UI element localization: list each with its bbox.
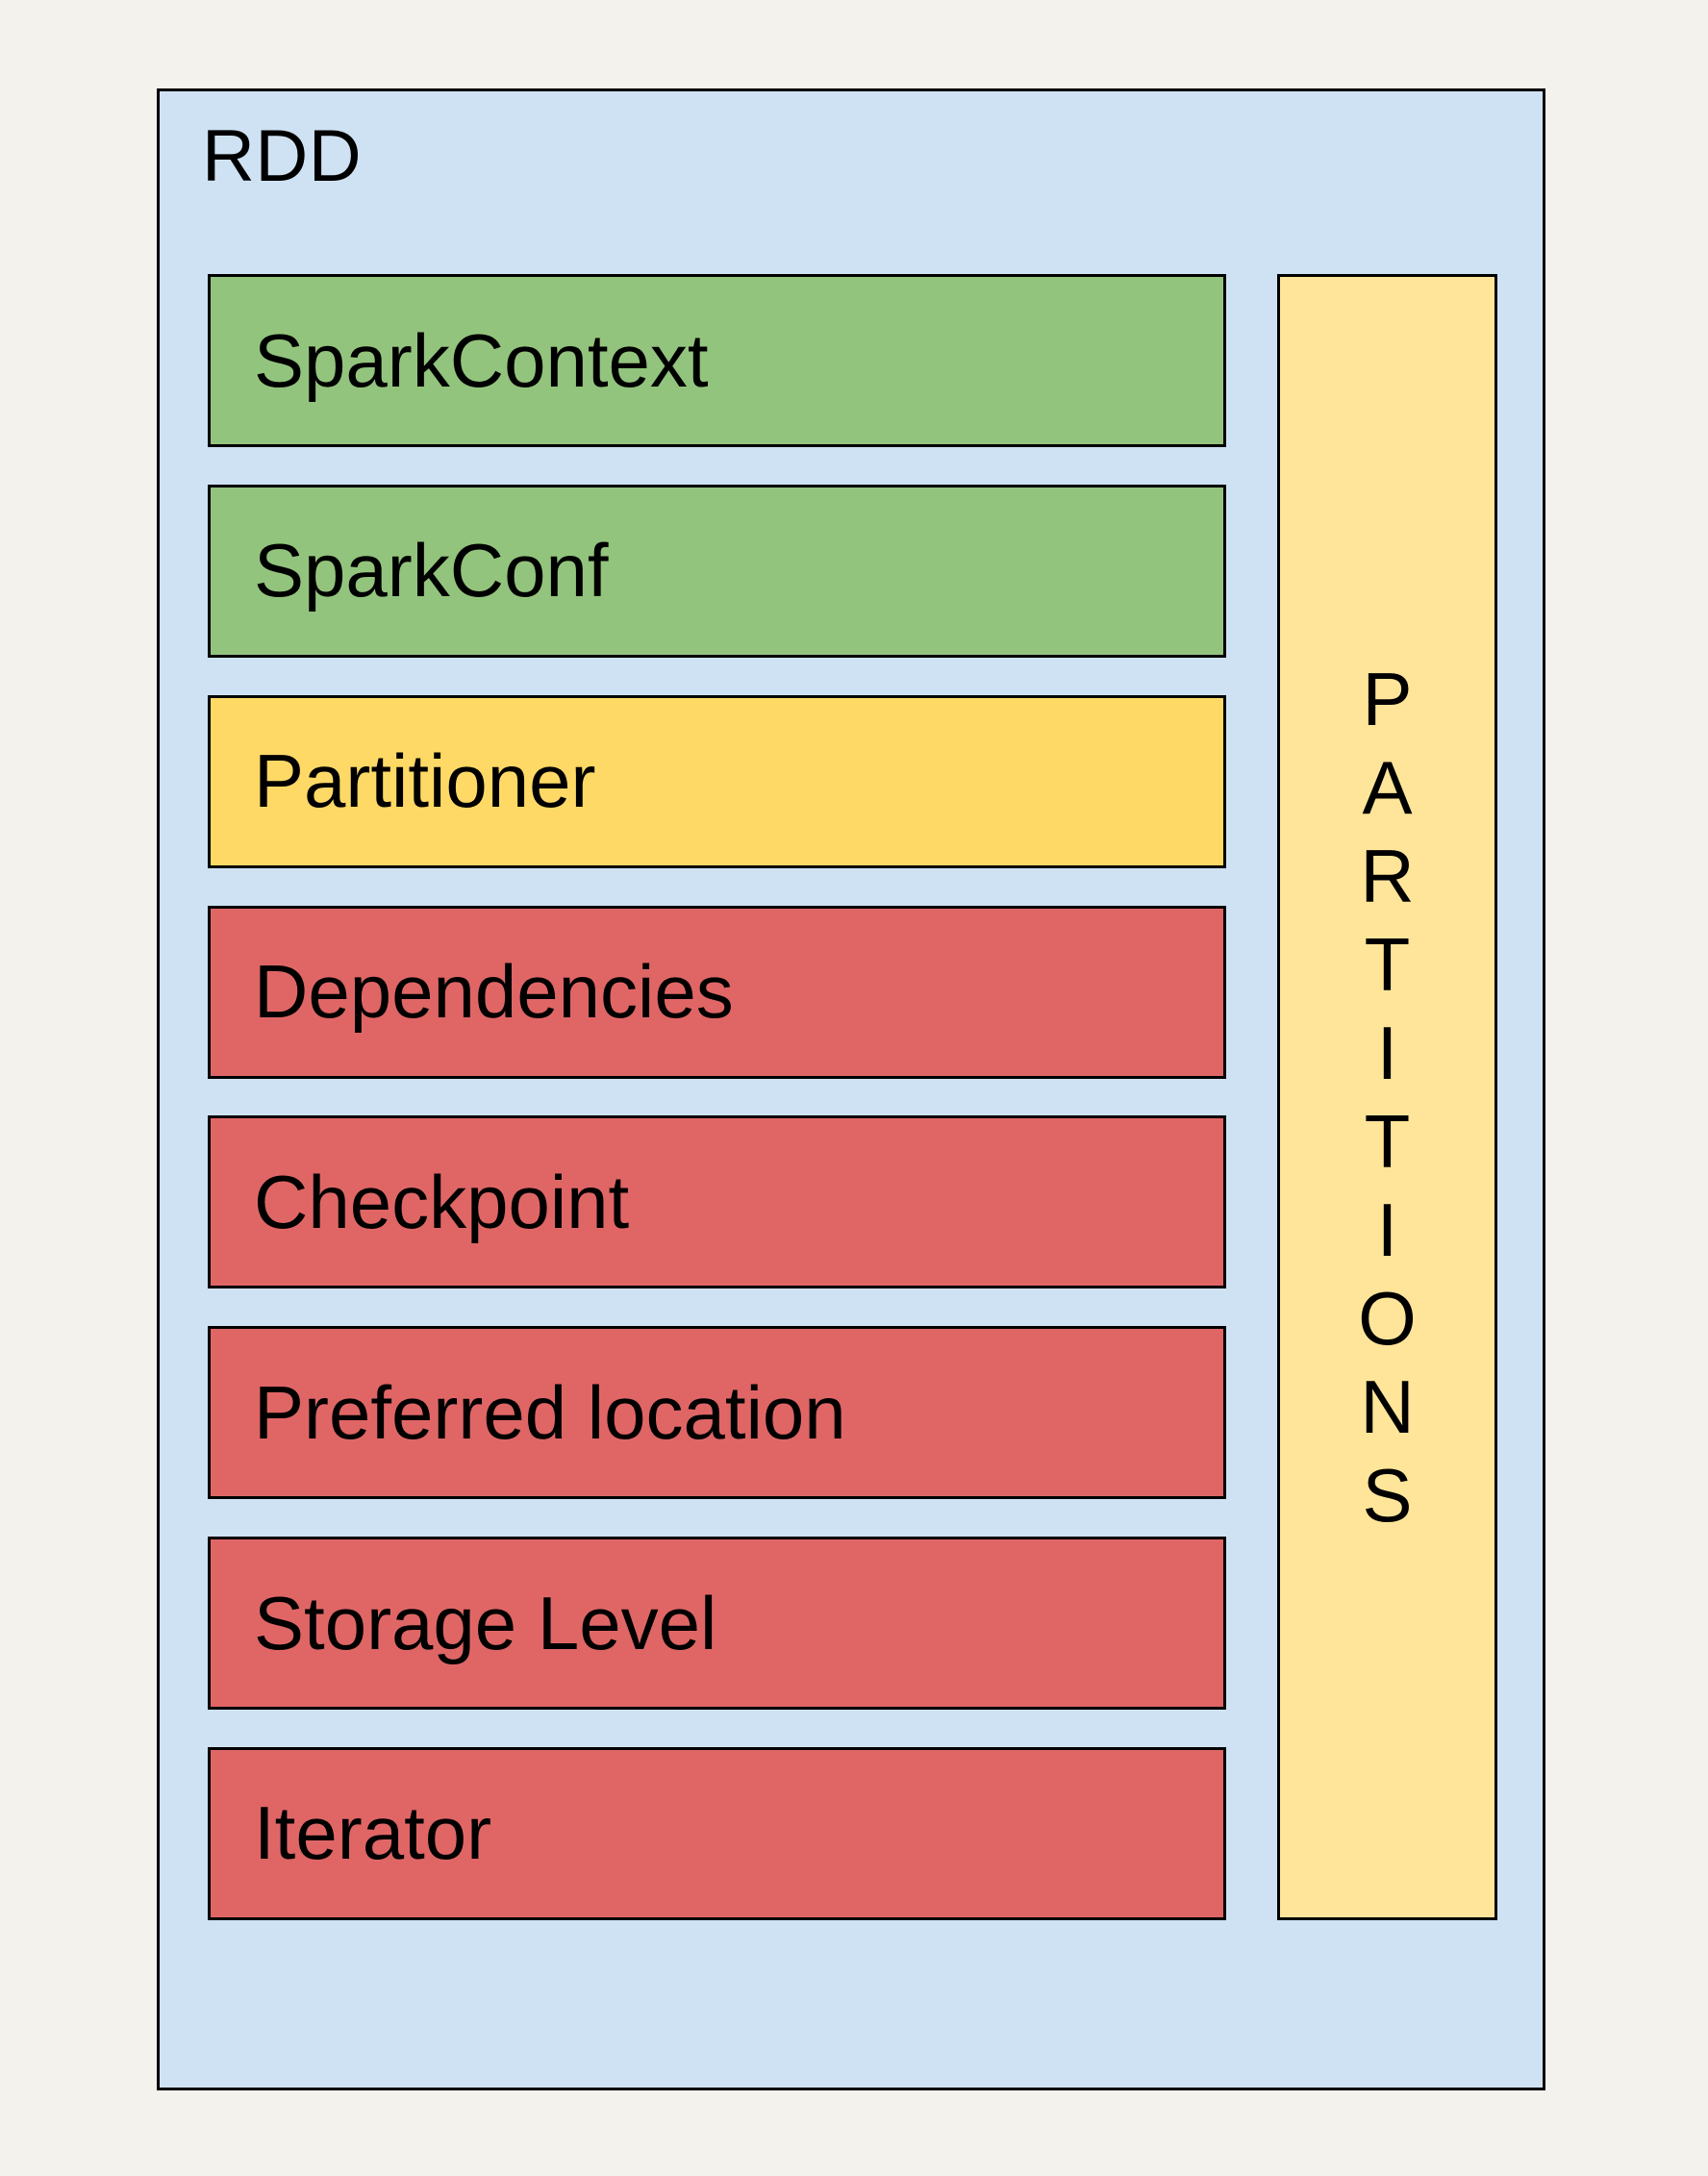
attribute-box-preferred-location: Preferred location: [208, 1326, 1226, 1500]
partitions-letter: A: [1362, 745, 1413, 830]
attribute-box-storage-level: Storage Level: [208, 1537, 1226, 1711]
attribute-box-sparkcontext: SparkContext: [208, 274, 1226, 447]
attribute-box-dependencies: Dependencies: [208, 905, 1226, 1079]
attribute-box-checkpoint: Checkpoint: [208, 1115, 1226, 1289]
attribute-box-sparkconf: SparkConf: [208, 484, 1226, 658]
partitions-letter: T: [1364, 922, 1411, 1007]
partitions-letter: N: [1360, 1364, 1415, 1449]
attribute-box-partitioner: Partitioner: [208, 694, 1226, 868]
diagram-title: RDD: [202, 115, 363, 197]
partitions-letter: R: [1360, 834, 1415, 918]
partitions-letter: I: [1376, 1188, 1398, 1272]
attribute-label: SparkContext: [254, 317, 709, 403]
partitions-letter: S: [1362, 1453, 1413, 1538]
attribute-label: Partitioner: [254, 738, 596, 824]
attribute-label: SparkConf: [254, 528, 609, 613]
attribute-label: Iterator: [254, 1790, 492, 1876]
attribute-label: Checkpoint: [254, 1159, 630, 1244]
attribute-label: Preferred location: [254, 1369, 846, 1455]
partitions-letter: I: [1376, 1011, 1398, 1095]
partitions-letter: P: [1362, 657, 1413, 741]
attribute-box-iterator: Iterator: [208, 1746, 1226, 1920]
attribute-label: Dependencies: [254, 949, 734, 1035]
attribute-label: Storage Level: [254, 1580, 717, 1665]
partitions-letter: T: [1364, 1099, 1411, 1184]
partitions-letter: O: [1358, 1276, 1417, 1361]
